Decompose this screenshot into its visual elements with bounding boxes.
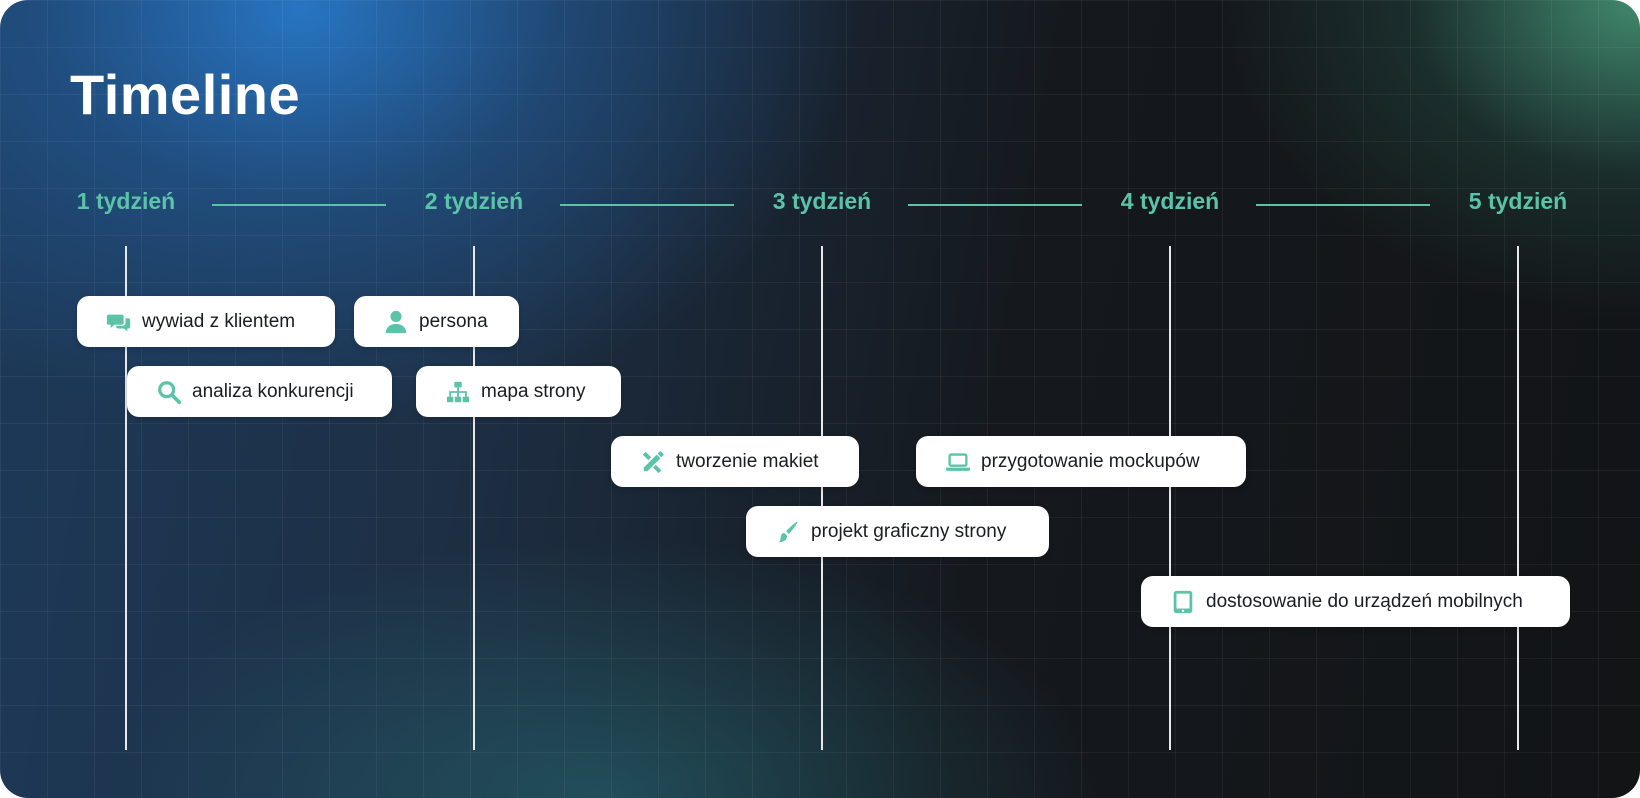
user-icon: [382, 308, 410, 336]
task-label: przygotowanie mockupów: [981, 450, 1200, 472]
week-label-5: 5 tydzień: [1468, 188, 1568, 214]
tablet-icon: [1169, 588, 1197, 616]
task-label: wywiad z klientem: [142, 310, 296, 332]
task-mapa-strony: mapa strony: [416, 366, 621, 417]
week-line: [125, 246, 127, 750]
laptop-icon: [944, 448, 972, 476]
task-wywiad-z-klientem: wywiad z klientem: [77, 296, 335, 347]
week-label-2: 2 tydzień: [424, 188, 524, 214]
page-title: Timeline: [70, 63, 301, 126]
task-label: projekt graficzny strony: [811, 520, 1007, 542]
paint-brush-icon: [774, 518, 802, 546]
week-connector: [560, 204, 734, 206]
week-label-4: 4 tydzień: [1120, 188, 1220, 214]
pencil-ruler-icon: [639, 448, 667, 476]
week-line: [1169, 246, 1171, 750]
week-connector: [212, 204, 386, 206]
task-analiza-konkurencji: analiza konkurencji: [127, 366, 392, 417]
week-line: [821, 246, 823, 750]
chat-bubbles-icon: [105, 308, 133, 336]
week-label-3: 3 tydzień: [772, 188, 872, 214]
sitemap-icon: [444, 378, 472, 406]
task-dostosowanie-do-urzadzen-mobilnych: dostosowanie do urządzeń mobilnych: [1141, 576, 1570, 627]
week-connector: [1256, 204, 1430, 206]
task-persona: persona: [354, 296, 519, 347]
search-icon: [155, 378, 183, 406]
task-label: dostosowanie do urządzeń mobilnych: [1206, 590, 1523, 612]
task-label: mapa strony: [481, 380, 586, 402]
task-projekt-graficzny-strony: projekt graficzny strony: [746, 506, 1049, 557]
task-label: tworzenie makiet: [676, 450, 819, 472]
week-connector: [908, 204, 1082, 206]
task-przygotowanie-mockupow: przygotowanie mockupów: [916, 436, 1246, 487]
week-label-1: 1 tydzień: [76, 188, 176, 214]
week-line: [473, 246, 475, 750]
task-label: analiza konkurencji: [192, 380, 354, 402]
task-label: persona: [419, 310, 488, 332]
week-line: [1517, 246, 1519, 750]
task-tworzenie-makiet: tworzenie makiet: [611, 436, 859, 487]
